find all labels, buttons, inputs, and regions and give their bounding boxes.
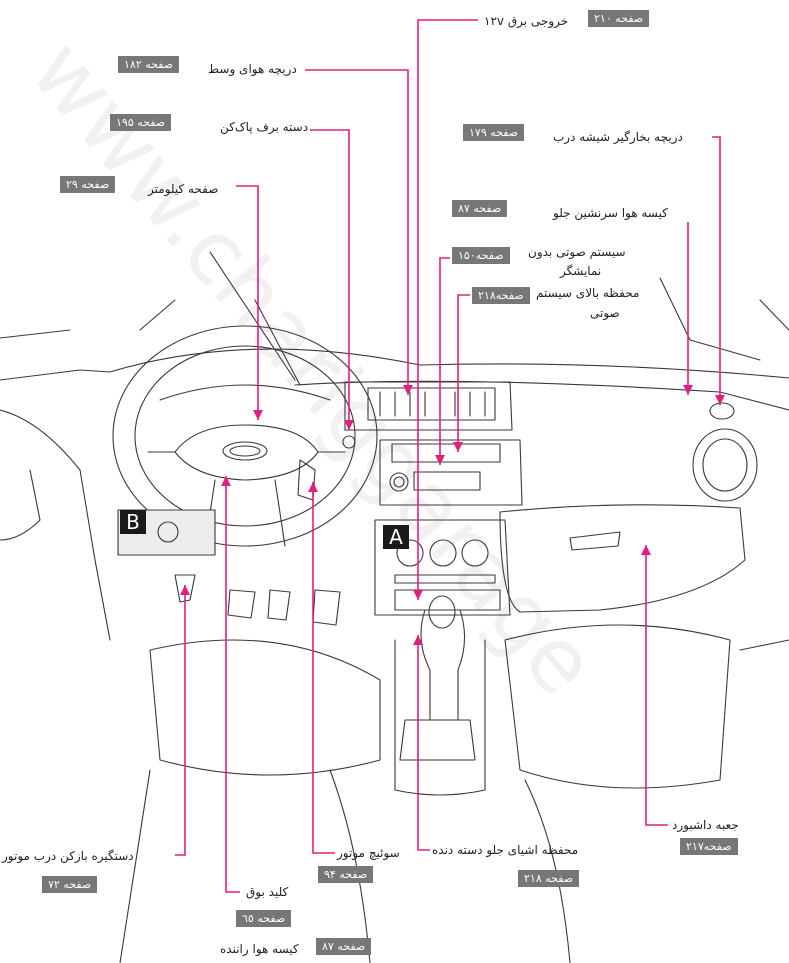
driver-airbag-label: کیسه هوا راننده <box>220 942 299 956</box>
passenger-airbag-label: کیسه هوا سرنشین جلو <box>553 206 668 220</box>
marker-b: B <box>120 510 146 534</box>
audio-no-display-label-line1: سیستم صوتی بدون <box>528 245 626 259</box>
outlet-12v-page-tag: صفحه ۲۱۰ <box>588 10 650 27</box>
wiper-stalk-page-tag: صفحه ۱۹۵ <box>110 114 172 131</box>
shifter-storage-label: محفظه اشیای جلو دسته دنده <box>432 843 579 857</box>
horn-page-tag: صفحه ٦٥ <box>236 910 292 927</box>
shifter-storage-page-tag: صفحه ۲۱۸ <box>518 870 580 887</box>
audio-top-storage-page-tag: صفحه۲۱۸ <box>472 287 530 304</box>
audio-no-display-label-line2: نمایشگر <box>560 264 602 278</box>
ignition-page-tag: صفحه ۹۴ <box>318 866 374 883</box>
horn-label: کلید بوق <box>246 885 289 899</box>
hood-release-label: دستگیره بازکن درب موتور <box>2 849 134 863</box>
audio-top-storage-label-line1: محفظه بالای سیستم <box>536 286 640 300</box>
odometer-label: صفحه کیلومتر <box>148 182 219 196</box>
odometer-page-tag: صفحه ۲۹ <box>60 176 116 193</box>
hood-release-page-tag: صفحه ۷۲ <box>42 876 98 893</box>
door-defog-vent-page-tag: صفحه ۱۷۹ <box>463 124 525 141</box>
center-vent-label: دریچه هوای وسط <box>208 62 297 76</box>
marker-a: A <box>383 525 409 549</box>
outlet-12v-label: خروجی برق ۱۲v <box>484 14 569 28</box>
audio-no-display-page-tag: صفحه۱۵۰ <box>452 247 510 264</box>
center-vent-page-tag: صفحه ۱۸۲ <box>118 56 180 73</box>
glovebox-label: جعبه داشبورد <box>672 818 739 832</box>
ignition-label: سوئیچ موتور <box>337 846 400 860</box>
door-defog-vent-label: دریچه بخارگیر شیشه درب <box>553 130 683 144</box>
passenger-airbag-page-tag: صفحه ۸۷ <box>452 200 508 217</box>
glovebox-page-tag: صفحه۲۱۷ <box>680 838 738 855</box>
audio-top-storage-label-line2: صوتی <box>590 306 620 320</box>
driver-airbag-page-tag: صفحه ۸۷ <box>316 938 372 955</box>
wiper-stalk-label: دسته برف پاک‌کن <box>220 120 309 134</box>
